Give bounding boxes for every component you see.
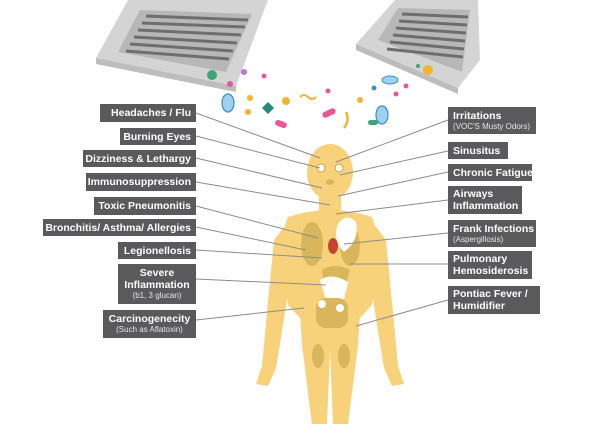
bacteria-stream-icon (207, 64, 433, 129)
ac-unit-left-icon (96, 0, 268, 92)
label-carcinogenecity: Carcinogenecity (Such as Aflatoxin) (103, 310, 196, 338)
label-carcinogenecity-sub: (Such as Aflatoxin) (116, 325, 183, 334)
label-airways-inflammation: Airways Inflammation (448, 186, 522, 214)
label-immunosuppression-text: Immunosuppression (87, 176, 191, 188)
label-sinusitus-text: Sinusitus (453, 144, 501, 157)
label-chronic-fatigue: Chronic Fatigue (448, 164, 533, 181)
ac-unit-right-icon (356, 0, 480, 94)
label-irritations-text: Irritations (453, 109, 502, 122)
label-immunosuppression: Immunosuppression (86, 173, 196, 191)
label-irritations: Irritations (VOC'S Musty Odors) (448, 107, 536, 134)
label-severe-line2: Inflammation (124, 279, 190, 291)
label-burning-eyes: Burning Eyes (120, 128, 196, 145)
leader-lines (195, 112, 449, 327)
label-dizziness-lethargy: Dizziness & Lethargy (83, 150, 196, 167)
label-bronchitis-asthma-allergies: Bronchitis/ Asthma/ Allergies (43, 219, 196, 236)
label-severe-inflammation: Severe Inflammation (b1, 3 glucan) (118, 264, 196, 304)
label-sinusitus: Sinusitus (448, 142, 508, 159)
label-frank-infections: Frank Infections (Aspergillosis) (448, 220, 536, 247)
label-pontiac-line1: Pontiac Fever / (453, 288, 528, 300)
label-pulmonary-hemosiderosis: Pulmonary Hemosiderosis (448, 251, 532, 279)
label-severe-line1: Severe (139, 267, 175, 279)
label-dizziness-lethargy-text: Dizziness & Lethargy (85, 152, 191, 165)
label-pulmonary-line2: Hemosiderosis (453, 265, 529, 277)
label-headaches-flu: Headaches / Flu (100, 104, 196, 122)
label-toxic-pneumonitis: Toxic Pneumonitis (94, 197, 196, 215)
label-carcinogenecity-text: Carcinogenecity (108, 313, 191, 325)
label-pontiac-line2: Humidifier (453, 300, 505, 312)
label-burning-eyes-text: Burning Eyes (123, 130, 191, 143)
label-headaches-flu-text: Headaches / Flu (111, 107, 191, 119)
label-airways-line1: Airways (453, 188, 494, 200)
label-frank-text: Frank Infections (453, 222, 535, 235)
label-chronic-fatigue-text: Chronic Fatigue (453, 166, 533, 179)
label-irritations-sub: (VOC'S Musty Odors) (453, 121, 531, 131)
label-legionellosis-text: Legionellosis (123, 244, 191, 257)
label-airways-line2: Inflammation (453, 200, 519, 212)
label-pontiac-fever-humidifier: Pontiac Fever / Humidifier (448, 286, 540, 314)
label-frank-sub: (Aspergillosis) (453, 234, 504, 244)
label-toxic-pneumonitis-text: Toxic Pneumonitis (98, 200, 191, 212)
label-legionellosis: Legionellosis (118, 242, 196, 259)
label-bronchitis-text: Bronchitis/ Asthma/ Allergies (45, 221, 191, 234)
organs-icon (301, 163, 360, 368)
label-severe-sub: (b1, 3 glucan) (132, 291, 182, 300)
label-pulmonary-line1: Pulmonary (453, 253, 508, 265)
